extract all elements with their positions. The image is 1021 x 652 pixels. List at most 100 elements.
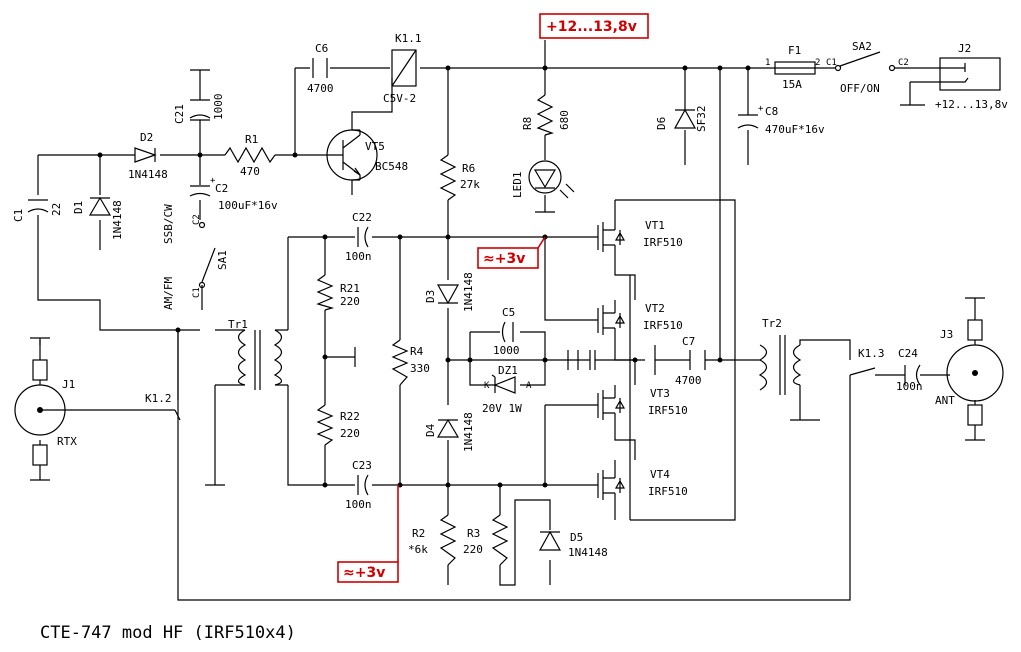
wires — [30, 40, 985, 601]
capacitor-c1 — [27, 199, 49, 213]
label-r3-value: 220 — [463, 543, 483, 556]
label-am-fm: AM/FM — [162, 277, 175, 310]
label-r2: R2 — [412, 527, 425, 540]
annotation-supply-box — [539, 13, 649, 39]
label-f1: F1 — [788, 44, 801, 57]
label-c22: C22 — [352, 211, 372, 224]
capacitor-c22 — [357, 226, 369, 248]
label-dz1: DZ1 — [498, 364, 518, 377]
label-sa1: SA1 — [216, 250, 229, 270]
resistor-r6 — [439, 154, 457, 201]
label-c2-plus: + — [210, 176, 216, 186]
annotation-bias-bottom: ≈+3v — [343, 565, 385, 581]
label-vt4: VT4 — [650, 468, 670, 481]
label-vt5: VT5 — [365, 140, 385, 153]
label-c21-value: 1000 — [212, 94, 225, 121]
label-r22: R22 — [340, 410, 360, 423]
label-j2-voltage: +12...13,8v — [935, 98, 1008, 111]
label-tr1: Tr1 — [228, 318, 248, 331]
resistor-r3 — [491, 514, 509, 566]
label-ant: ANT — [935, 394, 955, 407]
label-rtx: RTX — [57, 435, 77, 448]
label-r21: R21 — [340, 282, 360, 295]
label-sa2-pin1: C1 — [826, 58, 837, 68]
label-j2: J2 — [958, 42, 971, 55]
diode-d3 — [436, 284, 460, 305]
label-c8-value: 470uF*16v — [765, 123, 825, 136]
mosfet-vt2 — [585, 300, 626, 340]
resistor-r22 — [316, 404, 334, 446]
label-dz1-value: 20V 1W — [482, 402, 522, 415]
diode-d2 — [134, 147, 157, 163]
capacitor-c7 — [689, 350, 706, 370]
switch-sa2 — [834, 51, 896, 72]
switch-sa1 — [198, 221, 216, 289]
label-sa2: SA2 — [852, 40, 872, 53]
label-c22-value: 100n — [345, 250, 372, 263]
zener-dz1 — [491, 374, 516, 394]
label-d4: D4 — [424, 423, 437, 437]
resistor-r2 — [439, 514, 457, 566]
coax-connector-j3 — [946, 319, 1004, 426]
label-sa2-mode: OFF/ON — [840, 82, 880, 95]
label-k1-1: K1.1 — [395, 32, 422, 45]
label-c7-value: 4700 — [675, 374, 702, 387]
label-d2: D2 — [140, 131, 153, 144]
label-j3: J3 — [940, 328, 953, 341]
label-k1-2: K1.2 — [145, 392, 172, 405]
led-led1 — [528, 160, 575, 213]
label-j1: J1 — [62, 378, 75, 391]
label-r21-value: 220 — [340, 295, 360, 308]
label-d6-type: SF32 — [695, 106, 708, 133]
mosfet-vt1 — [585, 220, 626, 255]
diode-d6 — [673, 108, 697, 129]
label-k1-3: K1.3 — [858, 347, 885, 360]
label-sa2-pin2: C2 — [898, 58, 909, 68]
label-vt4-type: IRF510 — [648, 485, 688, 498]
diagram-title: CTE-747 mod HF (IRF510x4) — [40, 623, 296, 643]
labels: C6 4700 K1.1 C5V-2 VT5 BC548 R1 470 D2 1… — [12, 32, 1008, 559]
label-dz1-a: A — [526, 381, 532, 391]
resistor-r8 — [536, 94, 554, 136]
label-c5: C5 — [502, 306, 515, 319]
label-f1-pin1: 1 — [765, 58, 770, 68]
label-vt1-type: IRF510 — [643, 236, 683, 249]
label-c2: C2 — [215, 182, 228, 195]
label-c6: C6 — [315, 42, 328, 55]
annotation-supply: +12...13,8v — [546, 19, 637, 35]
resistor-r4 — [391, 339, 409, 386]
coax-connector-j1 — [14, 359, 66, 466]
label-ssb-cw: SSB/CW — [162, 204, 175, 244]
label-vt5-type: BC548 — [375, 160, 408, 173]
label-c7: C7 — [682, 335, 695, 348]
annotation-bias-top-box — [477, 247, 539, 269]
annotation-bias-top: ≈+3v — [483, 251, 525, 267]
label-r22-value: 220 — [340, 427, 360, 440]
label-c24-value: 100n — [896, 380, 923, 393]
label-c1: C1 — [12, 209, 25, 222]
label-d5-type: 1N4148 — [568, 546, 608, 559]
label-led1: LED1 — [511, 172, 524, 199]
label-vt3: VT3 — [650, 387, 670, 400]
label-k1-1-type: C5V-2 — [383, 92, 416, 105]
relay-contact-k1-2 — [174, 330, 181, 421]
label-c24: C24 — [898, 347, 918, 360]
label-r4: R4 — [410, 345, 424, 358]
diode-d1 — [88, 196, 112, 216]
transformer-tr1 — [215, 329, 288, 390]
capacitor-c8 — [737, 114, 759, 129]
label-c5-value: 1000 — [493, 344, 520, 357]
label-c21: C21 — [173, 104, 186, 124]
voltage-annotations: +12...13,8v ≈+3v ≈+3v — [337, 13, 649, 583]
label-c23: C23 — [352, 459, 372, 472]
annotation-bias-bottom-box — [337, 561, 399, 583]
relay-contact-k1-3 — [849, 367, 876, 376]
capacitor-c24 — [904, 364, 921, 386]
label-vt2: VT2 — [645, 302, 665, 315]
label-d3: D3 — [424, 290, 437, 303]
capacitor-c2 — [189, 185, 211, 197]
label-f1-value: 15A — [782, 78, 802, 91]
label-c8: C8 — [765, 105, 778, 118]
label-r4-value: 330 — [410, 362, 430, 375]
